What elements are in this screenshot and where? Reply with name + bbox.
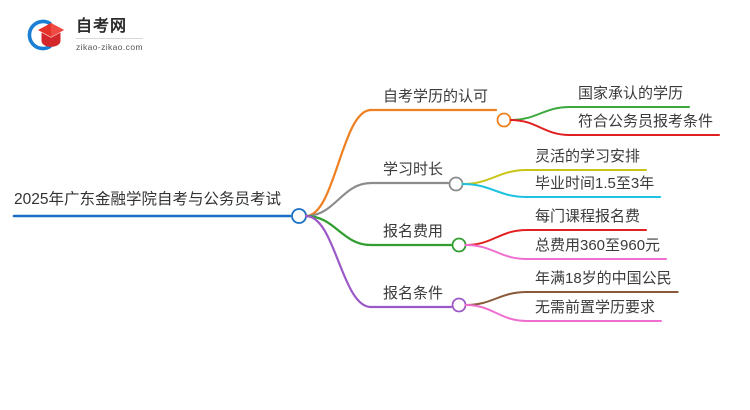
node-collapse-circle[interactable]: [451, 237, 467, 253]
leaf-node-label-0-0[interactable]: 国家承认的学历: [578, 85, 684, 102]
blue-arc-icon: [27, 19, 52, 51]
connector-line: [464, 304, 528, 322]
node-collapse-circle[interactable]: [451, 297, 467, 313]
connector-line: [464, 291, 528, 306]
leaf-node-label-2-0[interactable]: 每门课程报名费: [535, 208, 641, 225]
connector-line: [304, 181, 373, 218]
node-collapse-circle[interactable]: [291, 208, 307, 224]
node-collapse-circle[interactable]: [448, 176, 464, 192]
connector-line: [464, 244, 528, 260]
connector-line: [304, 108, 373, 218]
leaf-node-label-3-1[interactable]: 无需前置学历要求: [535, 299, 656, 316]
connector-line: [304, 214, 373, 309]
leaf-node-label-1-0[interactable]: 灵活的学习安排: [535, 148, 641, 165]
branch-node-label-2[interactable]: 报名费用: [383, 223, 444, 240]
leaf-node-label-2-1[interactable]: 总费用360至960元: [535, 237, 661, 254]
leaf-node-label-3-0[interactable]: 年满18岁的中国公民: [535, 270, 672, 287]
graduation-cap-icon: [38, 23, 64, 47]
connector-line: [509, 119, 571, 136]
branch-node-label-1[interactable]: 学习时长: [383, 161, 444, 178]
logo-text: 自考网 zikao-zikao.com: [76, 18, 143, 53]
branch-node-label-0[interactable]: 自考学历的认可: [383, 88, 489, 105]
connector-line: [461, 169, 528, 185]
branch-node-label-3[interactable]: 报名条件: [383, 285, 444, 302]
connector-line: [461, 183, 528, 198]
site-logo: 自考网 zikao-zikao.com: [26, 12, 196, 58]
root-node-label[interactable]: 2025年广东金融学院自考与公务员考试: [14, 191, 281, 208]
connector-line: [509, 106, 571, 121]
connector-line: [464, 229, 528, 246]
connector-line: [304, 214, 373, 247]
node-collapse-circle[interactable]: [496, 112, 512, 128]
logo-domain: zikao-zikao.com: [76, 41, 143, 52]
leaf-node-label-0-1[interactable]: 符合公务员报考条件: [578, 113, 714, 130]
logo-mark: [26, 15, 70, 55]
leaf-node-label-1-1[interactable]: 毕业时间1.5至3年: [535, 175, 655, 192]
logo-title: 自考网: [76, 18, 143, 39]
